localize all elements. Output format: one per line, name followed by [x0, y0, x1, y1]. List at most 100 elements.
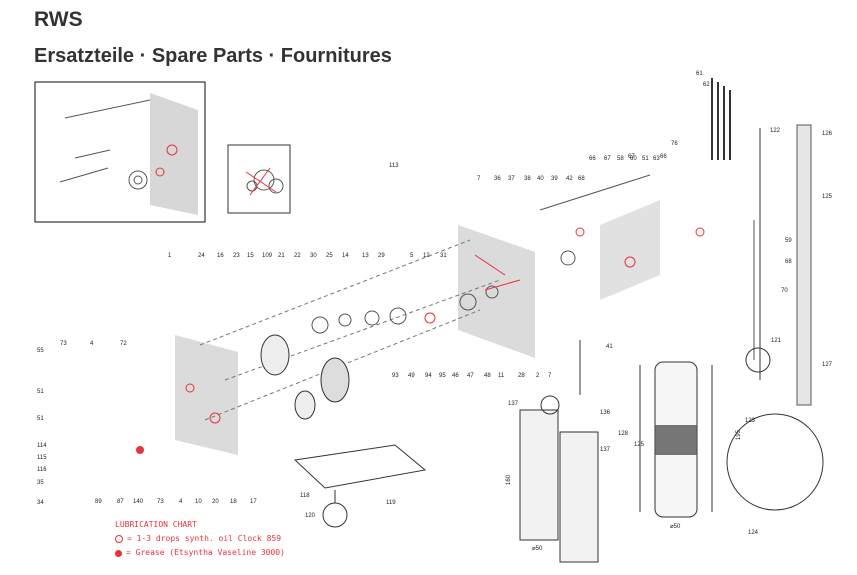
- svg-text:31: 31: [440, 253, 447, 259]
- grease-legend: = Grease (Etsyntha Vaseline 3000): [115, 546, 285, 560]
- oil-circle-icon: [115, 535, 123, 543]
- svg-text:128: 128: [618, 431, 629, 437]
- svg-text:195: 195: [736, 429, 742, 440]
- svg-text:160: 160: [506, 474, 512, 485]
- svg-text:120: 120: [305, 513, 316, 519]
- svg-text:62: 62: [703, 82, 710, 88]
- svg-text:59: 59: [785, 238, 792, 244]
- svg-text:25: 25: [326, 253, 333, 259]
- inset-b: [227, 144, 291, 214]
- svg-text:67: 67: [604, 156, 611, 162]
- svg-text:17: 17: [250, 499, 257, 505]
- svg-text:66: 66: [660, 154, 667, 160]
- svg-text:137: 137: [600, 447, 611, 453]
- svg-text:22: 22: [294, 253, 301, 259]
- svg-text:38: 38: [524, 176, 531, 182]
- svg-text:118: 118: [300, 493, 310, 499]
- weight-tray: [293, 444, 427, 528]
- svg-text:51: 51: [642, 156, 649, 162]
- svg-text:95: 95: [439, 373, 446, 379]
- svg-text:116: 116: [37, 467, 47, 473]
- svg-text:30: 30: [310, 253, 317, 259]
- svg-text:115: 115: [37, 455, 47, 461]
- svg-text:127: 127: [822, 362, 833, 368]
- lubrication-chart: LUBRICATION CHART = 1-3 drops synth. oil…: [115, 518, 285, 560]
- svg-text:5: 5: [410, 253, 414, 259]
- svg-text:124: 124: [748, 530, 759, 536]
- pendulum: [726, 124, 824, 511]
- svg-text:89: 89: [95, 499, 102, 505]
- svg-text:140: 140: [133, 499, 144, 505]
- brand-name: RWS: [34, 8, 83, 31]
- svg-text:16: 16: [217, 253, 224, 259]
- svg-text:10: 10: [195, 499, 202, 505]
- svg-text:55: 55: [37, 348, 44, 354]
- svg-text:63: 63: [653, 156, 660, 162]
- svg-text:48: 48: [484, 373, 491, 379]
- svg-text:13: 13: [362, 253, 369, 259]
- svg-text:113: 113: [389, 163, 399, 169]
- svg-text:35: 35: [37, 480, 44, 486]
- svg-text:73: 73: [60, 341, 67, 347]
- svg-text:41: 41: [606, 344, 613, 350]
- svg-text:114: 114: [37, 443, 47, 449]
- svg-text:94: 94: [425, 373, 432, 379]
- grease-legend-text: = Grease (Etsyntha Vaseline 3000): [126, 548, 285, 557]
- svg-text:137: 137: [508, 401, 519, 407]
- svg-text:18: 18: [230, 499, 237, 505]
- svg-text:21: 21: [278, 253, 285, 259]
- svg-text:58: 58: [617, 156, 624, 162]
- svg-text:4: 4: [90, 341, 94, 347]
- page-title: Ersatzteile · Spare Parts · Fournitures: [34, 45, 392, 67]
- svg-text:11: 11: [498, 373, 505, 379]
- svg-text:121: 121: [771, 338, 782, 344]
- svg-text:93: 93: [392, 373, 399, 379]
- svg-text:126: 126: [822, 131, 833, 137]
- weights: [519, 340, 599, 563]
- svg-text:4: 4: [179, 499, 183, 505]
- svg-text:123: 123: [745, 418, 756, 424]
- svg-text:51: 51: [37, 416, 44, 422]
- hammers: [711, 78, 731, 160]
- svg-text:125: 125: [822, 194, 833, 200]
- svg-text:29: 29: [378, 253, 385, 259]
- svg-text:60: 60: [630, 156, 637, 162]
- strike-movement: [539, 174, 705, 300]
- svg-text:136: 136: [600, 410, 611, 416]
- svg-text:⌀50: ⌀50: [670, 524, 681, 530]
- main-movement: [136, 225, 535, 455]
- svg-text:70: 70: [781, 288, 788, 294]
- oil-legend: = 1-3 drops synth. oil Clock 859: [115, 532, 285, 546]
- svg-text:67: 67: [628, 154, 635, 160]
- svg-text:51: 51: [37, 389, 44, 395]
- oil-legend-text: = 1-3 drops synth. oil Clock 859: [127, 534, 282, 543]
- svg-text:49: 49: [408, 373, 415, 379]
- svg-text:1: 1: [168, 253, 172, 259]
- svg-text:125: 125: [634, 442, 645, 448]
- svg-text:12: 12: [423, 253, 430, 259]
- svg-text:7: 7: [548, 373, 552, 379]
- svg-text:66: 66: [589, 156, 596, 162]
- svg-text:46: 46: [452, 373, 459, 379]
- svg-text:⌀50: ⌀50: [532, 546, 543, 552]
- svg-text:119: 119: [386, 500, 396, 506]
- inset-a: [34, 81, 206, 223]
- svg-text:20: 20: [212, 499, 219, 505]
- svg-text:34: 34: [37, 500, 44, 506]
- svg-text:14: 14: [342, 253, 349, 259]
- svg-text:24: 24: [198, 253, 205, 259]
- svg-text:87: 87: [117, 499, 124, 505]
- svg-text:36: 36: [494, 176, 501, 182]
- svg-text:73: 73: [157, 499, 164, 505]
- svg-text:39: 39: [551, 176, 558, 182]
- svg-text:7: 7: [477, 176, 481, 182]
- svg-text:68: 68: [578, 176, 585, 182]
- svg-text:28: 28: [518, 373, 525, 379]
- svg-text:68: 68: [785, 259, 792, 265]
- svg-text:15: 15: [247, 253, 254, 259]
- svg-text:61: 61: [696, 71, 703, 77]
- svg-text:42: 42: [566, 176, 573, 182]
- svg-text:109: 109: [262, 253, 273, 259]
